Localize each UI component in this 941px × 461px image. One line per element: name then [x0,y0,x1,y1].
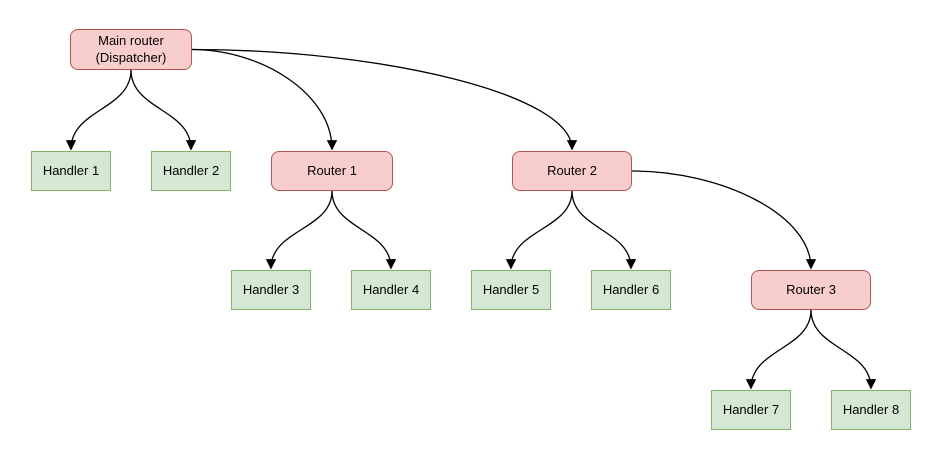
node-label: Router 1 [307,162,357,178]
edge-router-2-to-handler-5 [505,190,573,270]
node-handler-2[interactable]: Handler 2 [151,151,231,191]
node-handler-1[interactable]: Handler 1 [31,151,111,191]
node-label: Handler 7 [722,401,780,417]
node-handler-4[interactable]: Handler 4 [351,270,431,310]
node-label: Handler 3 [242,281,300,297]
edge-router-1-to-handler-3 [265,190,333,270]
edge-main-router-to-handler-2 [130,69,197,151]
node-label: Handler 2 [162,162,220,178]
edge-router-2-to-router-3 [631,170,817,270]
node-label: Main router (Dispatcher) [95,32,167,65]
node-label: Router 2 [547,162,597,178]
node-router-1[interactable]: Router 1 [271,151,393,191]
edge-group [65,48,877,390]
node-router-3[interactable]: Router 3 [751,270,871,310]
node-router-2[interactable]: Router 2 [512,151,632,191]
edge-router-3-to-handler-8 [810,309,877,390]
edge-router-1-to-handler-4 [331,190,397,270]
edge-main-router-to-handler-1 [65,69,132,151]
node-label: Handler 6 [602,281,660,297]
node-label: Handler 8 [842,401,900,417]
node-handler-8[interactable]: Handler 8 [831,390,911,430]
node-label: Handler 1 [42,162,100,178]
node-label: Handler 4 [362,281,420,297]
node-handler-6[interactable]: Handler 6 [591,270,671,310]
edge-router-2-to-handler-6 [571,190,637,270]
node-main-router[interactable]: Main router (Dispatcher) [70,29,192,70]
node-handler-3[interactable]: Handler 3 [231,270,311,310]
node-label: Router 3 [786,281,836,297]
node-handler-5[interactable]: Handler 5 [471,270,551,310]
edge-main-router-to-router-2 [191,48,578,151]
edge-router-3-to-handler-7 [745,309,812,390]
edge-main-router-to-router-1 [191,48,338,151]
node-label: Handler 5 [482,281,540,297]
node-handler-7[interactable]: Handler 7 [711,390,791,430]
